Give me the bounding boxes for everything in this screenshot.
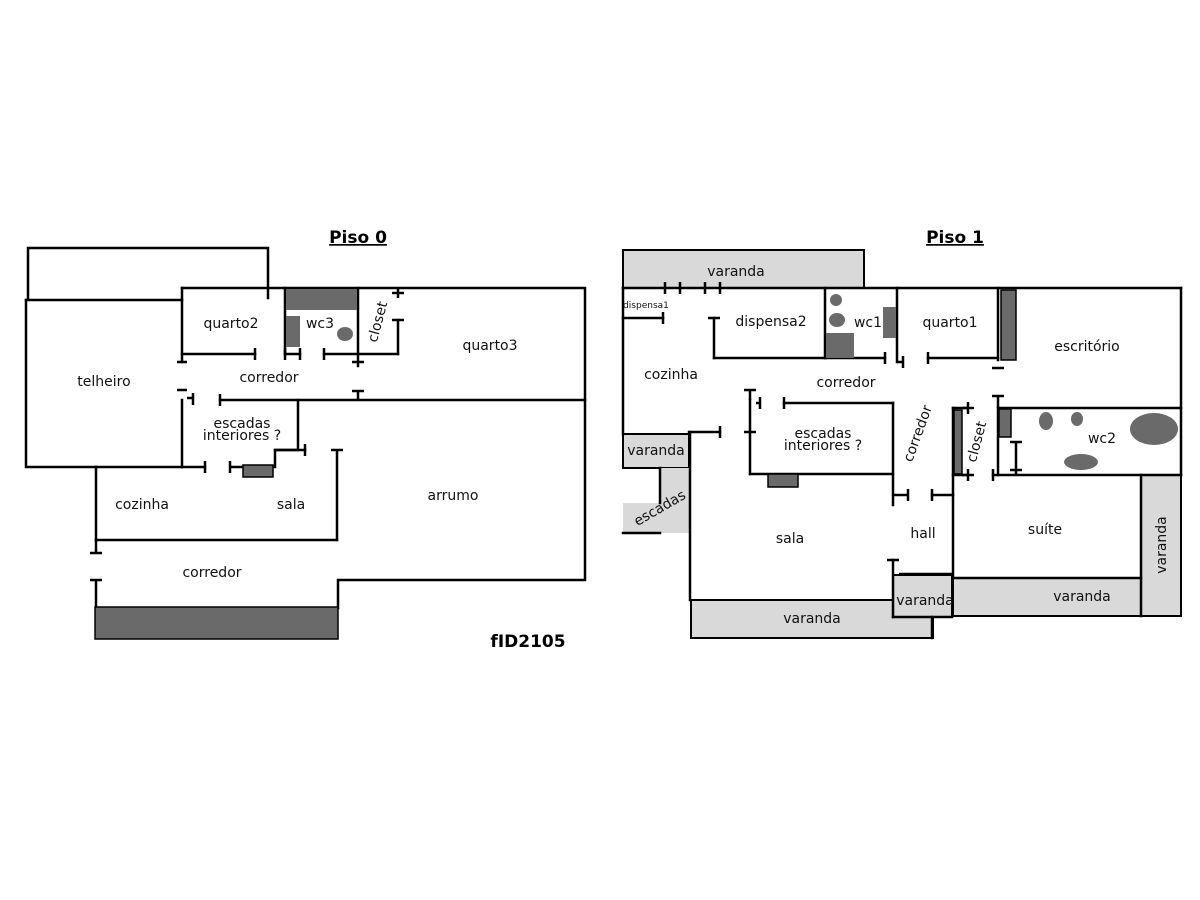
label-quarto3: quarto3 — [462, 338, 517, 354]
stair-landing-block — [242, 464, 274, 478]
corredor-bottom-block — [94, 606, 339, 640]
wc2-shower — [1064, 454, 1098, 470]
wc3-toilet — [337, 327, 353, 341]
floor-1: Piso 1 — [621, 228, 1183, 640]
label-quarto1: quarto1 — [922, 315, 977, 331]
label-wc2: wc2 — [1088, 431, 1116, 447]
wc1-sink — [830, 294, 842, 306]
label-wc1: wc1 — [854, 315, 882, 331]
label-corredor-floor1-v: corredor — [901, 403, 936, 464]
label-escritorio: escritório — [1054, 339, 1120, 355]
wc3-bathtub — [286, 316, 300, 347]
label-varanda-small: varanda — [896, 593, 954, 609]
label-interiores-floor0: interiores ? — [203, 428, 281, 444]
label-cozinha-floor0: cozinha — [115, 497, 169, 513]
label-telheiro: telheiro — [77, 374, 130, 390]
label-cozinha-floor1: cozinha — [644, 367, 698, 383]
label-quarto2: quarto2 — [203, 316, 258, 332]
label-corredor-floor1-h: corredor — [816, 375, 875, 391]
label-suite: suíte — [1028, 522, 1062, 538]
label-escadas-floor0: escadas — [214, 416, 271, 432]
door-jambs-floor1 — [661, 282, 1022, 576]
main-walls-floor1 — [621, 286, 1183, 640]
label-varanda-right: varanda — [1154, 516, 1170, 574]
balconies — [622, 249, 1182, 639]
label-varanda-top: varanda — [707, 264, 765, 280]
wc2-sink-left — [1039, 412, 1053, 430]
label-closet-floor0: closet — [365, 299, 391, 344]
label-hall: hall — [910, 526, 935, 542]
main-walls-floor0 — [94, 286, 587, 610]
label-varanda-bottom: varanda — [783, 611, 841, 627]
label-dispensa2: dispensa2 — [735, 314, 806, 330]
label-varanda-left: varanda — [627, 443, 685, 459]
closet-cabinet-left — [953, 409, 963, 475]
label-sala-floor0: sala — [277, 497, 305, 513]
label-arrumo: arrumo — [428, 488, 479, 504]
stair-landing-block-floor1 — [767, 473, 799, 488]
label-corredor-floor0-top: corredor — [239, 370, 298, 386]
wc1-counter — [883, 307, 896, 338]
label-corredor-floor0-bottom: corredor — [182, 565, 241, 581]
label-wc3: wc3 — [306, 316, 334, 332]
wc1-shower — [826, 333, 854, 358]
floor-0: Piso 0 — [24, 228, 587, 640]
wc2-sink-right — [1071, 412, 1083, 426]
plan-id: fID2105 — [490, 632, 565, 652]
escritorio-wall-cabinet — [1000, 289, 1017, 361]
closet-cabinet-right — [998, 408, 1012, 438]
label-dispensa1: dispensa1 — [623, 301, 669, 311]
label-escadas-floor1: escadas — [795, 426, 852, 442]
floor-0-title: Piso 0 — [329, 228, 387, 248]
label-interiores-floor1: interiores ? — [784, 438, 862, 454]
floor-1-title: Piso 1 — [926, 228, 984, 248]
label-sala-floor1: sala — [776, 531, 804, 547]
wc2-bathtub — [1130, 413, 1178, 445]
label-varanda-bottom-right: varanda — [1053, 589, 1111, 605]
wc1-toilet — [829, 313, 845, 327]
label-closet-floor1: closet — [964, 419, 990, 464]
telheiro-walls — [24, 246, 270, 469]
wc3-counter — [286, 289, 357, 310]
